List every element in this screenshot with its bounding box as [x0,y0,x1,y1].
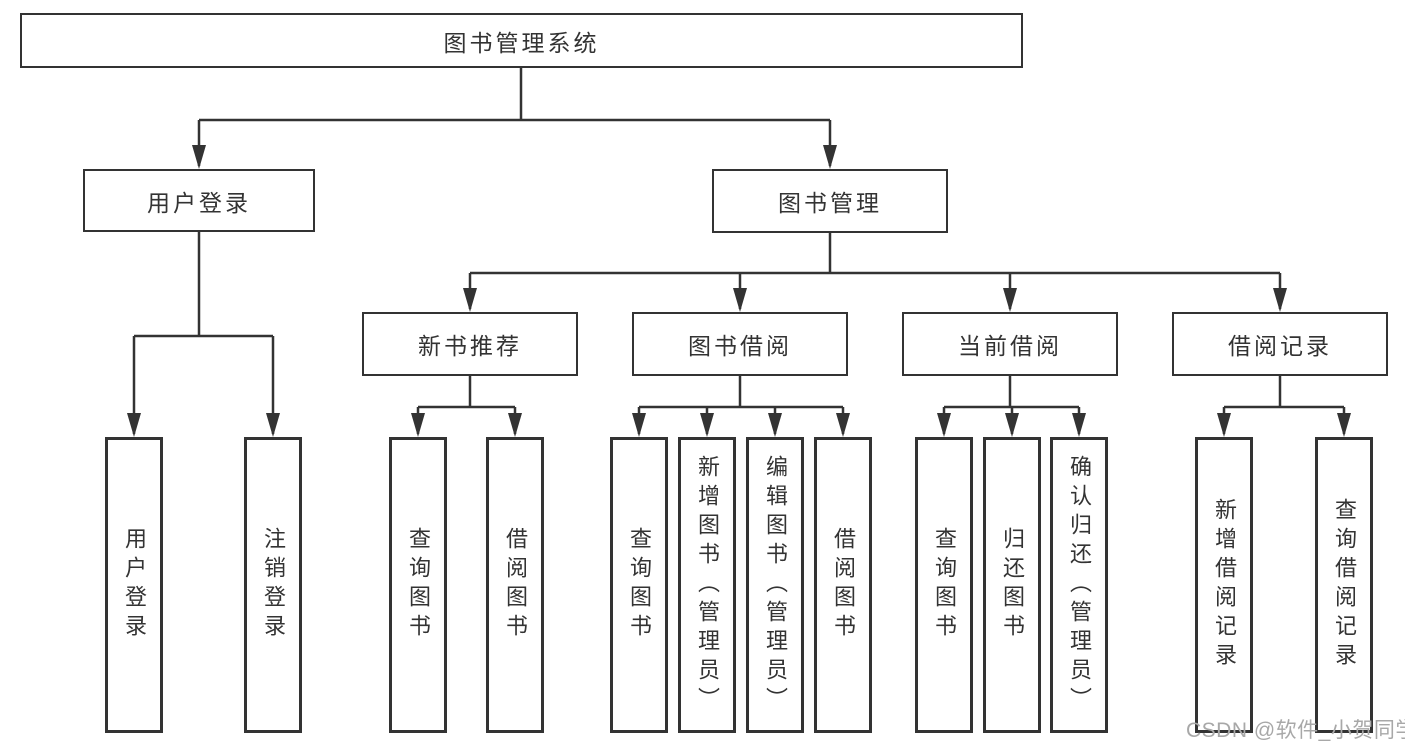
arrowhead [1273,288,1287,312]
node-borrow-record: 借阅记录 [1172,312,1388,376]
arrowhead [192,145,206,169]
arrowhead [836,413,850,437]
watermark: CSDN @软件_小贺同学 [1186,719,1405,742]
connector-management-to-level3 [468,233,1282,309]
node-leaf-query-books-1: 查询图书 [389,437,447,733]
node-leaf-add-books-admin: 新增图书（管理员） [678,437,736,733]
node-user-login: 用户登录 [83,169,315,232]
node-leaf-edit-books-admin: 编辑图书（管理员） [746,437,804,733]
node-leaf-query-books-2: 查询图书 [610,437,668,733]
arrowhead [700,413,714,437]
node-leaf-borrow-books-1: 借阅图书 [486,437,544,733]
connector-record-to-leaves [1222,376,1346,434]
node-root: 图书管理系统 [20,13,1023,68]
node-new-book-recommend: 新书推荐 [362,312,578,376]
node-leaf-query-books-3: 查询图书 [915,437,973,733]
node-book-management: 图书管理 [712,169,948,233]
node-leaf-return-books: 归还图书 [983,437,1041,733]
node-book-borrow: 图书借阅 [632,312,848,376]
node-leaf-user-login: 用户登录 [105,437,163,733]
arrowhead [463,288,477,312]
arrowhead [127,413,141,437]
arrowhead [823,145,837,169]
arrowhead [1337,413,1351,437]
node-leaf-add-borrow-record: 新增借阅记录 [1195,437,1253,733]
arrowheads [127,145,1351,437]
arrowhead [266,413,280,437]
arrowhead [768,413,782,437]
node-leaf-borrow-books-2: 借阅图书 [814,437,872,733]
connector-root-to-level2 [197,68,832,166]
arrowhead [937,413,951,437]
connector-recommend-to-leaves [416,376,517,434]
node-leaf-logout: 注销登录 [244,437,302,733]
arrowhead [1072,413,1086,437]
arrowhead [733,288,747,312]
arrowhead [411,413,425,437]
node-current-borrow: 当前借阅 [902,312,1118,376]
arrowhead [1003,288,1017,312]
arrowhead [1217,413,1231,437]
connector-login-to-leaves [132,232,275,434]
connector-borrow-to-leaves [637,376,845,434]
node-leaf-confirm-return-admin: 确认归还（管理员） [1050,437,1108,733]
arrowhead [508,413,522,437]
arrowhead [1005,413,1019,437]
node-leaf-query-borrow-record: 查询借阅记录 [1315,437,1373,733]
arrowhead [632,413,646,437]
